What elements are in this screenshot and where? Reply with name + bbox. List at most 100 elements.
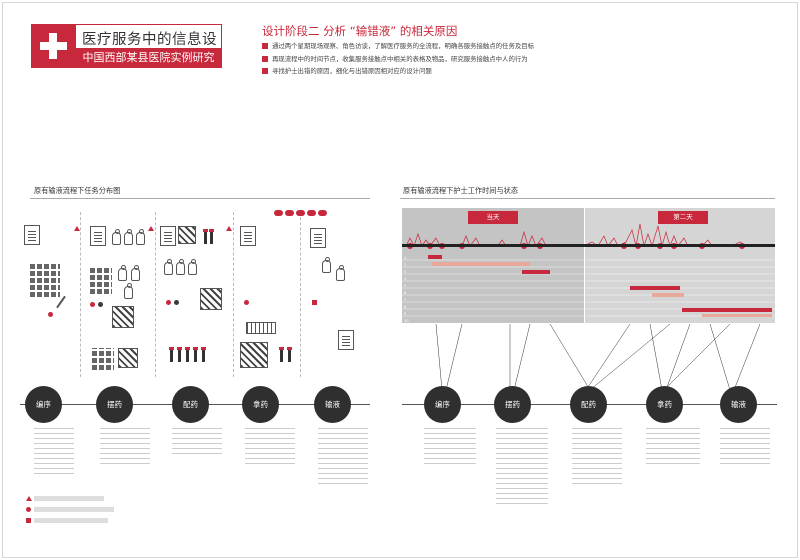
task-marker-icon bbox=[148, 226, 154, 231]
document-icon bbox=[24, 225, 40, 245]
iv-bag-icon bbox=[176, 262, 185, 275]
document-icon bbox=[160, 226, 176, 246]
status-dot-icon bbox=[174, 300, 179, 305]
right-panel-title: 原有输液流程下护士工作时间与状态 bbox=[403, 186, 518, 196]
iv-bag-icon bbox=[124, 232, 133, 245]
stage-bullet: 寻找护士出错的原因，细化与出错原因相对应的设计问题 bbox=[262, 65, 592, 78]
legend-text bbox=[34, 518, 108, 523]
medicine-tray-icon bbox=[178, 226, 196, 244]
iv-bag-icon bbox=[124, 286, 133, 299]
document-icon bbox=[240, 226, 256, 246]
right-panel-divider bbox=[400, 198, 775, 199]
step-description bbox=[424, 428, 476, 468]
iv-bag-icon bbox=[131, 268, 140, 281]
legend-text bbox=[34, 507, 114, 512]
step-description bbox=[646, 428, 700, 468]
vial-icon bbox=[186, 350, 189, 362]
row-number: 3 bbox=[404, 270, 406, 274]
pill-icon bbox=[307, 210, 316, 216]
schedule-board-icon bbox=[30, 263, 60, 297]
row-number: 8 bbox=[404, 305, 406, 309]
process-step-circle: 输液 bbox=[720, 386, 757, 423]
legend-marker-icon bbox=[26, 518, 31, 523]
document-icon bbox=[338, 330, 354, 350]
left-panel-divider bbox=[30, 198, 370, 199]
process-step-circle: 编序 bbox=[424, 386, 461, 423]
carry-basket-icon bbox=[246, 322, 276, 334]
step-description bbox=[720, 428, 770, 468]
vial-icon bbox=[204, 232, 207, 244]
red-cross-icon bbox=[31, 24, 76, 68]
column-divider bbox=[233, 212, 234, 377]
title-block: 医疗服务中的信息设计 中国西部某县医院实例研究 bbox=[76, 24, 222, 68]
medicine-tray-icon bbox=[240, 342, 268, 368]
iv-bag-icon bbox=[336, 268, 345, 281]
row-number: 9 bbox=[404, 312, 406, 316]
process-step-circle: 拿药 bbox=[646, 386, 683, 423]
row-number: 5 bbox=[404, 284, 406, 288]
process-step-circle: 拿药 bbox=[242, 386, 279, 423]
vial-icon bbox=[178, 350, 181, 362]
stage-title: 设计阶段二 分析 “输错液” 的相关原因 bbox=[262, 23, 457, 39]
status-square-icon bbox=[312, 300, 317, 305]
process-step-circle: 摆药 bbox=[96, 386, 133, 423]
status-dot-icon bbox=[244, 300, 249, 305]
vial-icon bbox=[280, 350, 283, 362]
vial-icon bbox=[288, 350, 291, 362]
iv-bag-icon bbox=[188, 262, 197, 275]
legend-marker-icon bbox=[26, 496, 32, 501]
stage-bullet: 通过两个星期现场观察、角色访谈，了解医疗服务的全流程，明确各服务接触点的任务及目… bbox=[262, 40, 592, 53]
task-marker-icon bbox=[74, 226, 80, 231]
status-dot-icon bbox=[98, 302, 103, 307]
iv-bag-icon bbox=[112, 232, 121, 245]
medicine-tray-icon bbox=[118, 348, 138, 368]
iv-bag-icon bbox=[118, 268, 127, 281]
step-description bbox=[34, 428, 74, 478]
process-step-circle: 输液 bbox=[314, 386, 351, 423]
stage-bullet-list: 通过两个星期现场观察、角色访谈，了解医疗服务的全流程，明确各服务接触点的任务及目… bbox=[262, 40, 592, 78]
step-description bbox=[318, 428, 368, 488]
row-number: 7 bbox=[404, 298, 406, 302]
column-divider bbox=[80, 212, 81, 377]
status-dot-icon bbox=[90, 302, 95, 307]
row-number: 1 bbox=[404, 256, 406, 260]
task-marker-icon bbox=[226, 226, 232, 231]
status-dot-icon bbox=[48, 312, 53, 317]
medicine-tray-icon bbox=[112, 306, 134, 328]
process-step-circle: 配药 bbox=[570, 386, 607, 423]
legend-marker-icon bbox=[26, 507, 31, 512]
pill-icon bbox=[285, 210, 294, 216]
status-dot-icon bbox=[166, 300, 171, 305]
legend-text bbox=[34, 496, 104, 501]
iv-bag-icon bbox=[136, 232, 145, 245]
process-step-circle: 编序 bbox=[25, 386, 62, 423]
stage-bullet: 再现流程中的时间节点，收集服务接触点中相关的表格及物品，研究服务接触点中人的行为 bbox=[262, 53, 592, 66]
vial-icon bbox=[194, 350, 197, 362]
vial-icon bbox=[202, 350, 205, 362]
process-step-circle: 配药 bbox=[172, 386, 209, 423]
schedule-board-icon bbox=[92, 348, 114, 370]
pill-icon bbox=[296, 210, 305, 216]
document-icon bbox=[310, 228, 326, 248]
timeline-overlay bbox=[402, 208, 775, 323]
step-description bbox=[100, 428, 150, 468]
medicine-tray-icon bbox=[200, 288, 222, 310]
vial-icon bbox=[170, 350, 173, 362]
iv-bag-icon bbox=[322, 260, 331, 273]
step-description bbox=[172, 428, 222, 458]
document-icon bbox=[90, 226, 106, 246]
step-description bbox=[496, 428, 548, 508]
vial-icon bbox=[210, 232, 213, 244]
process-step-circle: 摆药 bbox=[494, 386, 531, 423]
column-divider bbox=[300, 212, 301, 377]
step-description bbox=[245, 428, 295, 468]
row-number: 2 bbox=[404, 263, 406, 267]
timeline-axis bbox=[402, 244, 775, 247]
step-description bbox=[572, 428, 622, 488]
page-subtitle: 中国西部某县医院实例研究 bbox=[76, 48, 221, 68]
schedule-board-icon bbox=[90, 268, 112, 294]
row-number: 6 bbox=[404, 291, 406, 295]
pill-icon bbox=[274, 210, 283, 216]
left-panel-title: 原有输液流程下任务分布图 bbox=[34, 186, 120, 196]
iv-bag-icon bbox=[164, 262, 173, 275]
